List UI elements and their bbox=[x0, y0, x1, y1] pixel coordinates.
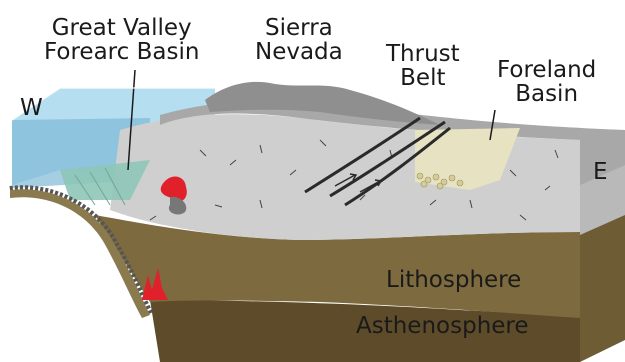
label-sierra-line1: Sierra bbox=[255, 16, 343, 40]
label-foreland-line2: Basin bbox=[497, 82, 596, 106]
label-west: W bbox=[20, 96, 43, 120]
label-asthenosphere: Asthenosphere bbox=[356, 314, 529, 338]
label-sierra-nevada: Sierra Nevada bbox=[255, 16, 343, 64]
label-foreland-basin: Foreland Basin bbox=[497, 58, 596, 106]
label-east: E bbox=[593, 160, 608, 184]
label-foreland-line1: Foreland bbox=[497, 58, 596, 82]
label-thrust-belt: Thrust Belt bbox=[386, 42, 460, 90]
label-sierra-line2: Nevada bbox=[255, 40, 343, 64]
label-great-valley-line1: Great Valley bbox=[44, 16, 199, 40]
label-great-valley-line2: Forearc Basin bbox=[44, 40, 199, 64]
label-lithosphere: Lithosphere bbox=[386, 268, 521, 292]
label-thrust-line1: Thrust bbox=[386, 42, 460, 66]
label-great-valley-forearc-basin: Great Valley Forearc Basin bbox=[44, 16, 199, 64]
label-thrust-line2: Belt bbox=[386, 66, 460, 90]
